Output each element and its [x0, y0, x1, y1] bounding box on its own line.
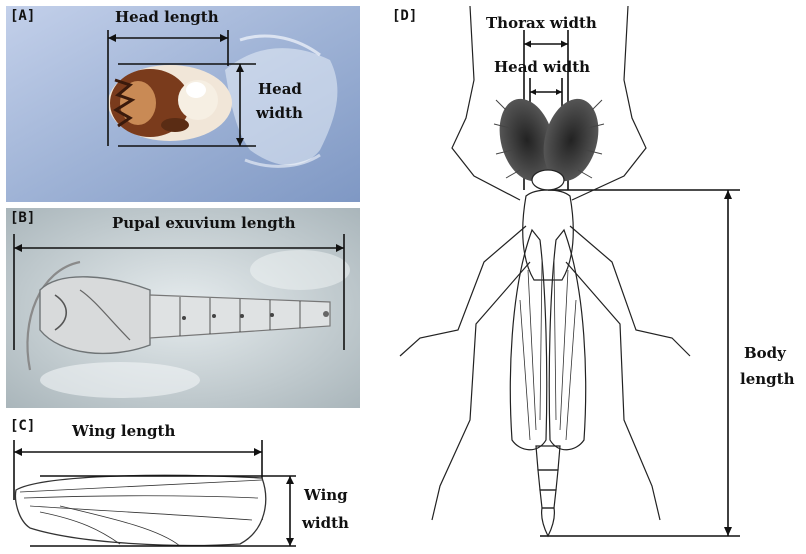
wing-width-label-1: Wing [303, 486, 348, 504]
panel-a: [A] Head length Head width [6, 6, 360, 202]
mosquito-line-drawing [400, 6, 690, 536]
panel-c-tag: [C] [10, 418, 35, 434]
panel-d-tag: [D] [392, 8, 417, 24]
head-length-label: Head length [115, 8, 219, 26]
panel-d: [D] Thorax width Head width Body length [392, 6, 795, 536]
head-width-label-a-1: Head [258, 80, 302, 98]
pupal-exuvium-length-label: Pupal exuvium length [112, 214, 296, 232]
head-width-label-d: Head width [494, 58, 590, 76]
panel-b: [B] Pupal exuvium length [6, 208, 360, 408]
panel-b-tag: [B] [10, 210, 35, 226]
panel-a-tag: [A] [10, 8, 35, 24]
head-width-label-a-2: width [255, 104, 303, 122]
panel-c: [C] Wing length Wing width [10, 418, 349, 546]
wing-length-label: Wing length [71, 422, 175, 440]
body-length-label-1: Body [744, 344, 787, 362]
larval-head-capsule [108, 65, 232, 141]
wing-width-label-2: width [301, 514, 349, 532]
thorax-width-label: Thorax width [486, 14, 597, 32]
wing-outline [16, 475, 266, 546]
body-length-label-2: length [740, 370, 795, 388]
